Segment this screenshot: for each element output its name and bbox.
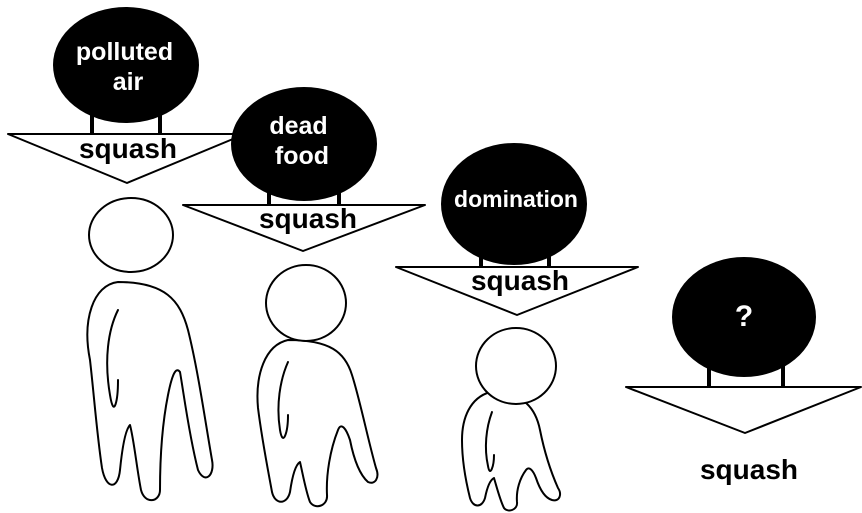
person-head: [265, 264, 347, 342]
person-figure: [86, 197, 214, 502]
weight-ball: [53, 7, 199, 123]
person-head: [475, 327, 557, 405]
squash-label: squash: [79, 133, 177, 164]
squash-arrow: [625, 386, 862, 434]
squash-label: squash: [259, 203, 357, 234]
squash-arrow: [182, 204, 426, 252]
group-polluted-air: polluted air squash: [7, 7, 246, 502]
squash-arrow: [7, 133, 246, 184]
squash-label: squash: [471, 265, 569, 296]
person-body: [256, 339, 379, 508]
weight-ball: [231, 87, 377, 201]
person-head: [88, 197, 174, 273]
person-body: [86, 281, 214, 502]
group-dead-food: dead food squash: [182, 87, 426, 508]
weight-ball: [441, 143, 587, 265]
weight-label: ?: [735, 300, 753, 333]
weight-label: domination: [454, 186, 578, 212]
person-arm: [277, 361, 289, 439]
person-arm: [106, 309, 119, 408]
person-figure: [256, 264, 379, 508]
squash-label: squash: [700, 454, 798, 485]
person-body: [461, 391, 561, 512]
weight-ball: [672, 257, 816, 377]
person-arm: [484, 411, 495, 472]
squash-arrow: [395, 266, 639, 316]
weight-label: dead food: [269, 112, 334, 170]
person-figure: [461, 327, 561, 512]
group-domination: domination squash: [395, 143, 639, 512]
group-unknown: ? squash: [625, 257, 862, 485]
weight-label: polluted air: [76, 38, 180, 96]
